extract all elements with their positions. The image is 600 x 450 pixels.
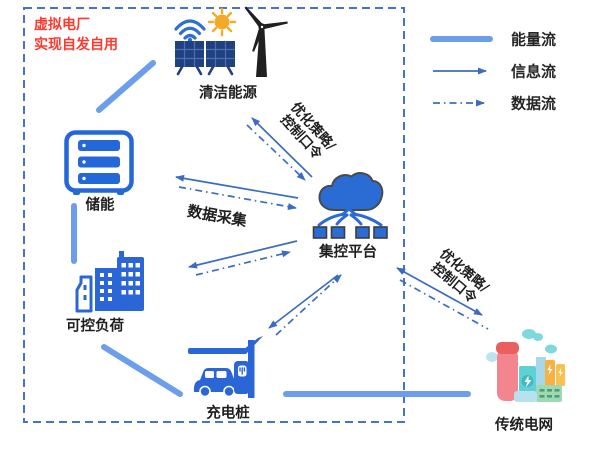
charging-pile-icon [188,336,263,398]
legend-label-info: 信息流 [511,62,557,81]
vpp-title-line1: 虚拟电厂 [34,17,90,33]
info-arrow-platform-clean [251,117,313,178]
label-platform: 集控平台 [319,244,377,261]
info-flow-arrows [175,117,483,329]
legend-lines [430,36,493,107]
traditional-grid-icon [486,329,565,402]
vpp-title-line2: 实现自发自用 [34,37,118,53]
label-charging: 充电桩 [206,405,250,422]
storage-icon [64,130,134,195]
label-grid: 传统电网 [495,417,553,434]
wind-turbine-icon [244,6,288,77]
load-buildings-icon [75,251,144,313]
data-arrow-load-platform [195,250,291,276]
info-arrow-platform-load [188,240,298,269]
data-arrow-storage-platform [178,186,297,211]
info-arrow-platform-charging [268,274,339,329]
data-flow-arrows [178,124,489,336]
data-arrow-charging-platform [275,274,342,336]
label-clean-energy: 清洁能源 [199,85,257,102]
energy-flow-lines [71,60,471,397]
solar-panel-icon [175,41,235,76]
legend-label-energy: 能量流 [511,30,557,49]
car-icon [193,368,241,398]
label-storage: 储能 [85,197,115,214]
energy-line-storage-clean [96,60,156,113]
platform-branches [317,207,383,227]
data-line-platform-grid [399,279,489,330]
wifi-icon [174,19,206,43]
clean-energy-icon [174,6,288,77]
vpp-boundary-box [23,7,405,423]
energy-line-load-charging [101,344,183,397]
info-arrow-platform-storage [175,174,299,199]
info-arrow-platform-grid [396,267,483,316]
data-arrow-clean-platform [246,124,306,181]
platform-cloud-icon [312,172,388,239]
sun-icon [207,7,237,37]
vpp-title: 虚拟电厂 实现自发自用 [34,15,118,55]
legend-label-data: 数据流 [511,94,557,113]
label-load: 可控负荷 [66,318,124,335]
platform-nodes [312,226,388,239]
charger-unit-icon [234,361,250,394]
